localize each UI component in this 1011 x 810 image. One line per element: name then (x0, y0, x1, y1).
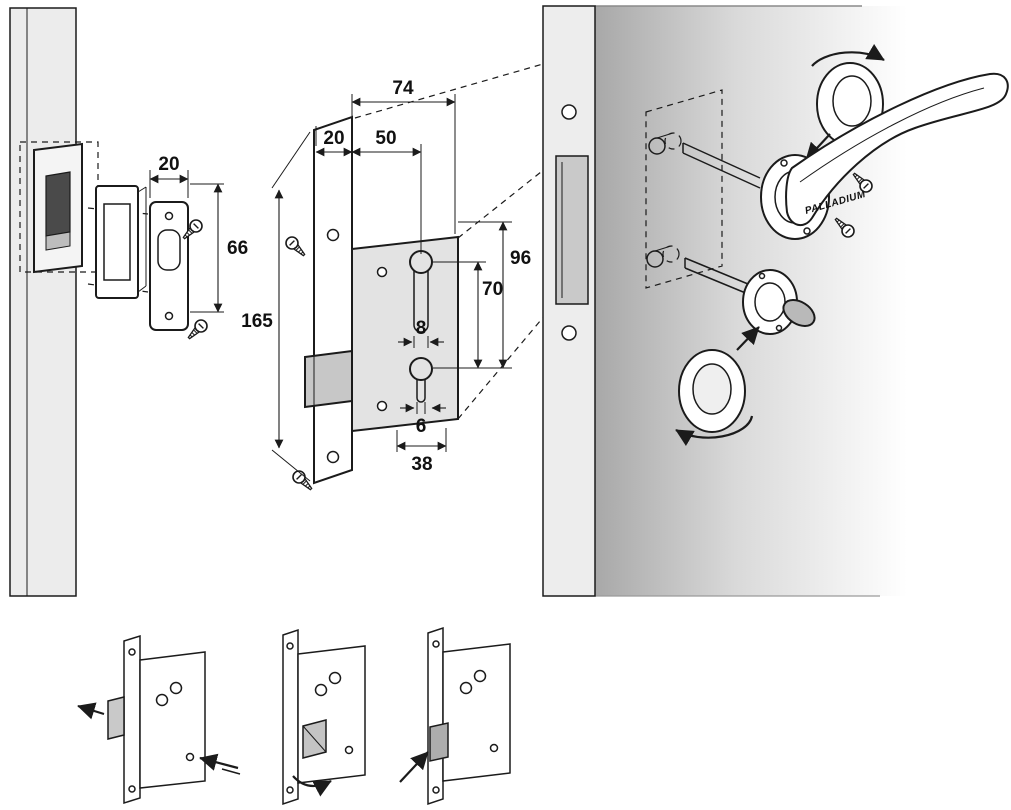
thumbturn-rod (684, 257, 749, 295)
strike-box-plate (33, 142, 83, 274)
dimension-label: 70 (482, 279, 503, 300)
step2-latch-rotating (282, 628, 366, 806)
dim-74: 74 (351, 78, 456, 234)
dimension-label: 66 (227, 238, 248, 259)
direction-arrow-icon (399, 751, 429, 783)
dim-6: 6 (400, 402, 446, 437)
dim-20-faceplate: 20 (315, 126, 353, 157)
dim-96: 96 (433, 221, 531, 369)
rotation-arrow-icon (811, 43, 885, 67)
dimension-label: 38 (411, 454, 432, 475)
dim-70: 70 (433, 261, 503, 369)
dimension-label: 96 (510, 248, 531, 269)
dimension-label: 20 (158, 154, 179, 175)
step1-latch-extended (77, 634, 241, 805)
dim-50: 50 (351, 128, 422, 254)
lock-body (351, 235, 459, 433)
dimension-label: 165 (241, 311, 273, 332)
dimension-label: 20 (323, 128, 344, 149)
door-jamb (9, 7, 77, 597)
strike-dust-box (95, 185, 147, 299)
screw-icon (289, 467, 317, 495)
direction-arrow-icon (736, 326, 760, 351)
mortise-pocket (555, 155, 589, 305)
dimension-label: 6 (416, 416, 427, 437)
drill-template-dashed (645, 89, 723, 289)
thumbturn-cover-ring (678, 349, 746, 433)
strike-plate (149, 201, 189, 331)
dim-165: 165 (241, 131, 311, 482)
key-icon (199, 753, 241, 775)
thumbturn-rose (742, 269, 798, 335)
rotation-arrow-icon (675, 415, 754, 447)
direction-arrow-icon (77, 702, 105, 720)
step3-latch-deadlocked (399, 626, 511, 806)
latch-bolt (304, 349, 353, 409)
lock-faceplate (313, 115, 353, 485)
dim-20-strike: 20 (149, 154, 189, 198)
spindle-rod (682, 142, 761, 189)
dim-38: 38 (396, 428, 447, 475)
rotation-arrow-icon (292, 775, 332, 797)
dimension-label: 50 (375, 128, 396, 149)
dimension-label: 8 (416, 318, 427, 339)
dim-8: 8 (398, 318, 444, 348)
dimension-label: 74 (392, 78, 414, 99)
thumbturn-knob (782, 299, 816, 327)
dim-66: 66 (190, 183, 248, 313)
screw-icon (282, 233, 310, 261)
